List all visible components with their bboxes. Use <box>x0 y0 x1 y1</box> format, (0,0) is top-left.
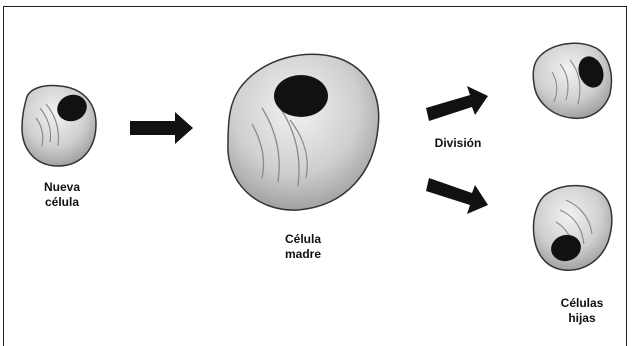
label-division: División <box>418 136 498 151</box>
new-cell <box>22 86 96 166</box>
daughter-cell-bottom <box>533 186 611 271</box>
label-new-cell-line1: Nueva <box>32 180 92 195</box>
arrow-division-up <box>426 86 488 121</box>
mother-cell-nucleus <box>274 75 328 117</box>
new-cell-body <box>22 86 96 166</box>
mother-cell <box>228 54 379 210</box>
label-division-text: División <box>418 136 498 151</box>
label-new-cell-line2: célula <box>32 195 92 210</box>
label-mother-cell-line1: Célula <box>268 232 338 247</box>
daughter-cell-top <box>533 43 611 118</box>
label-mother-cell: Célula madre <box>268 232 338 262</box>
arrow-growth <box>130 112 193 144</box>
label-daughter-cells: Células hijas <box>547 296 617 326</box>
label-mother-cell-line2: madre <box>268 247 338 262</box>
arrow-division-down <box>426 178 488 214</box>
label-new-cell: Nueva célula <box>32 180 92 210</box>
label-daughter-cells-line1: Células <box>547 296 617 311</box>
label-daughter-cells-line2: hijas <box>547 311 617 326</box>
